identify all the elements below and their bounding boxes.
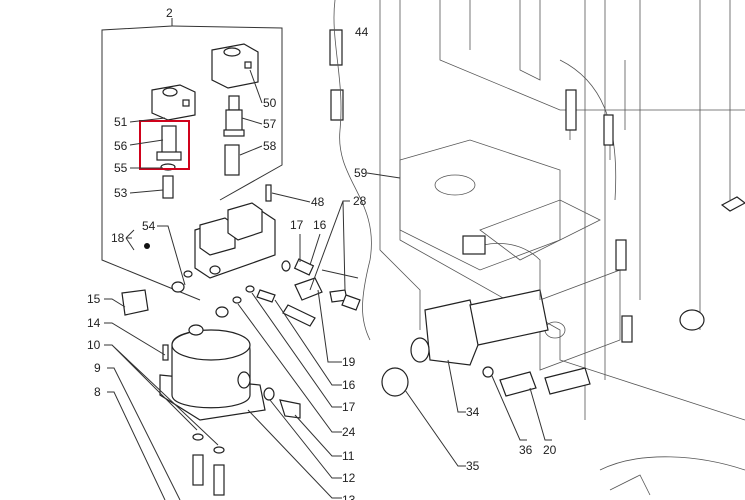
label-part-20: 20 bbox=[543, 443, 557, 457]
label-part-12: 12 bbox=[342, 471, 356, 485]
coil-part-50 bbox=[211, 43, 259, 89]
valve-assembly-bracket bbox=[101, 18, 283, 301]
screw-part-48 bbox=[265, 184, 272, 202]
label-part-11: 11 bbox=[342, 449, 355, 463]
leader-lines bbox=[104, 69, 552, 500]
label-part-8: 8 bbox=[94, 385, 101, 399]
label-part-35: 35 bbox=[466, 459, 480, 473]
label-part-58: 58 bbox=[263, 139, 277, 153]
label-part-17b: 17 bbox=[342, 400, 356, 414]
label-part-24: 24 bbox=[342, 425, 356, 439]
spring-part-58 bbox=[224, 144, 240, 176]
label-part-57: 57 bbox=[263, 117, 277, 131]
label-part-51: 51 bbox=[114, 115, 128, 129]
label-part-15: 15 bbox=[87, 292, 101, 306]
label-part-13: 13 bbox=[342, 493, 356, 500]
label-part-16: 16 bbox=[313, 218, 327, 232]
label-part-55: 55 bbox=[114, 161, 128, 175]
valve-block bbox=[144, 202, 276, 293]
machine-frame bbox=[379, 0, 745, 496]
stem-part-57 bbox=[223, 95, 245, 137]
label-part-9: 9 bbox=[94, 361, 101, 375]
pin-part-53 bbox=[162, 175, 174, 199]
label-part-28: 28 bbox=[353, 194, 367, 208]
label-part-56: 56 bbox=[114, 139, 128, 153]
fittings bbox=[232, 0, 372, 341]
label-part-36: 36 bbox=[519, 443, 533, 457]
label-part-14: 14 bbox=[87, 316, 101, 330]
boiler bbox=[121, 289, 301, 496]
highlight-box bbox=[139, 120, 190, 170]
label-part-18: 18 bbox=[111, 231, 125, 245]
tube-part-56 bbox=[156, 125, 182, 171]
part-labels: 2 44 50 51 57 56 58 55 53 48 54 28 59 17… bbox=[87, 6, 557, 500]
label-part-59: 59 bbox=[354, 166, 368, 180]
label-part-53: 53 bbox=[114, 186, 128, 200]
coil-part-51 bbox=[151, 84, 196, 121]
label-part-50: 50 bbox=[263, 96, 277, 110]
label-part-44: 44 bbox=[355, 25, 369, 39]
label-part-2: 2 bbox=[166, 6, 173, 20]
label-part-48: 48 bbox=[311, 195, 325, 209]
pump-part-34 bbox=[381, 235, 591, 397]
label-part-54: 54 bbox=[142, 219, 156, 233]
label-part-16b: 16 bbox=[342, 378, 356, 392]
label-part-10: 10 bbox=[87, 338, 101, 352]
label-part-17: 17 bbox=[290, 218, 304, 232]
label-part-19: 19 bbox=[342, 355, 356, 369]
label-part-34: 34 bbox=[466, 405, 480, 419]
